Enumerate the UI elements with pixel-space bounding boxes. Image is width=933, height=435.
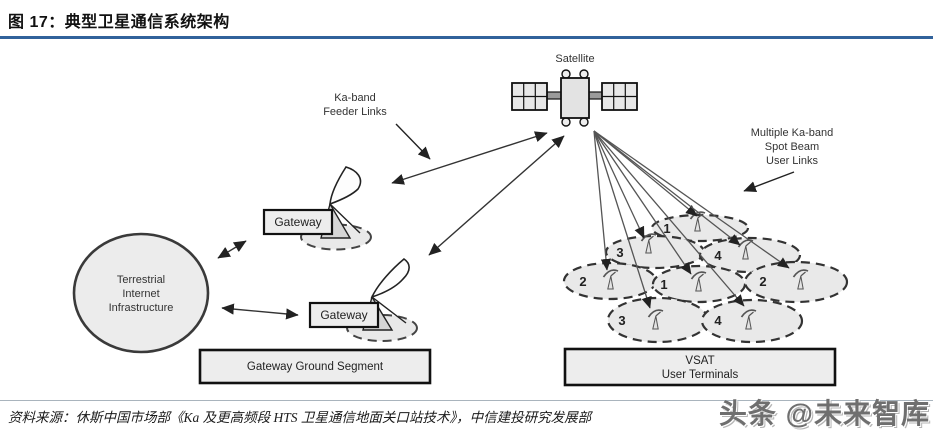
figure-title: 图 17：典型卫星通信系统架构 bbox=[8, 14, 230, 31]
svg-text:Ka-band: Ka-band bbox=[334, 92, 376, 104]
terrestrial-gateway2-arrow bbox=[221, 303, 299, 320]
satellite-system-diagram: Satellite Ka-band Feeder Links Multipl bbox=[72, 53, 849, 387]
svg-text:4: 4 bbox=[714, 313, 722, 328]
svg-text:Infrastructure: Infrastructure bbox=[109, 302, 174, 314]
vsat-label-line1: VSAT bbox=[685, 355, 714, 367]
footer-divider bbox=[0, 400, 933, 401]
gateway1-box bbox=[262, 208, 334, 236]
satellite-icon: Satellite bbox=[511, 53, 638, 127]
gateway-station-1: Gateway bbox=[262, 166, 372, 251]
spot-beam-4-bottom bbox=[700, 298, 804, 344]
svg-text:2: 2 bbox=[579, 274, 586, 289]
svg-text:Internet: Internet bbox=[122, 288, 159, 300]
svg-text:2: 2 bbox=[759, 274, 766, 289]
gateway2-box bbox=[308, 301, 380, 329]
vsat-user-terminals: VSAT User Terminals bbox=[563, 347, 837, 387]
satellite-body bbox=[560, 77, 590, 119]
feeder-link-arrow-2 bbox=[428, 135, 565, 256]
svg-text:Terrestrial: Terrestrial bbox=[117, 274, 165, 286]
user-links-label: Multiple Ka-band Spot Beam User Links bbox=[743, 127, 834, 193]
user-link-arrows bbox=[593, 130, 790, 309]
svg-text:1: 1 bbox=[663, 221, 670, 236]
feeder-links-label: Ka-band Feeder Links bbox=[323, 92, 431, 160]
satellite-label: Satellite bbox=[555, 53, 594, 65]
watermark-toutiao: 头条 @未来智库 bbox=[718, 398, 930, 429]
spot-beam-2-right bbox=[743, 260, 849, 304]
svg-text:3: 3 bbox=[618, 313, 625, 328]
gateway-station-2: Gateway bbox=[308, 258, 418, 342]
svg-text:Spot Beam: Spot Beam bbox=[765, 141, 819, 153]
gateway-ground-segment-label: Gateway Ground Segment bbox=[247, 361, 384, 373]
svg-text:User Links: User Links bbox=[766, 155, 818, 167]
svg-text:Feeder Links: Feeder Links bbox=[323, 106, 387, 118]
feeder-links-pointer-arrow bbox=[395, 123, 431, 160]
svg-text:3: 3 bbox=[616, 245, 623, 260]
vsat-label-line2: User Terminals bbox=[662, 369, 739, 381]
terrestrial-gateway1-arrow bbox=[217, 240, 247, 259]
gateway2-dish bbox=[370, 258, 410, 299]
terrestrial-internet-node: Terrestrial Internet Infrastructure bbox=[72, 232, 210, 354]
feeder-link-arrow-1 bbox=[391, 131, 548, 185]
gateway-ground-segment: Gateway Ground Segment bbox=[198, 348, 432, 385]
svg-text:1: 1 bbox=[660, 277, 667, 292]
gateway1-dish bbox=[329, 166, 362, 206]
spot-beam-numbers: 1 3 4 2 1 2 3 4 bbox=[579, 221, 766, 328]
gateway2-label: Gateway bbox=[320, 308, 367, 322]
user-links-pointer-arrow bbox=[743, 171, 795, 193]
spot-beam-cluster bbox=[562, 213, 849, 344]
gateway1-label: Gateway bbox=[274, 215, 321, 229]
title-divider bbox=[0, 36, 933, 39]
svg-text:4: 4 bbox=[714, 248, 722, 263]
svg-text:Multiple Ka-band: Multiple Ka-band bbox=[751, 127, 834, 139]
source-citation: 资料来源：休斯中国市场部《Ka 及更高频段 HTS 卫星通信地面关口站技术》，中… bbox=[8, 410, 592, 425]
